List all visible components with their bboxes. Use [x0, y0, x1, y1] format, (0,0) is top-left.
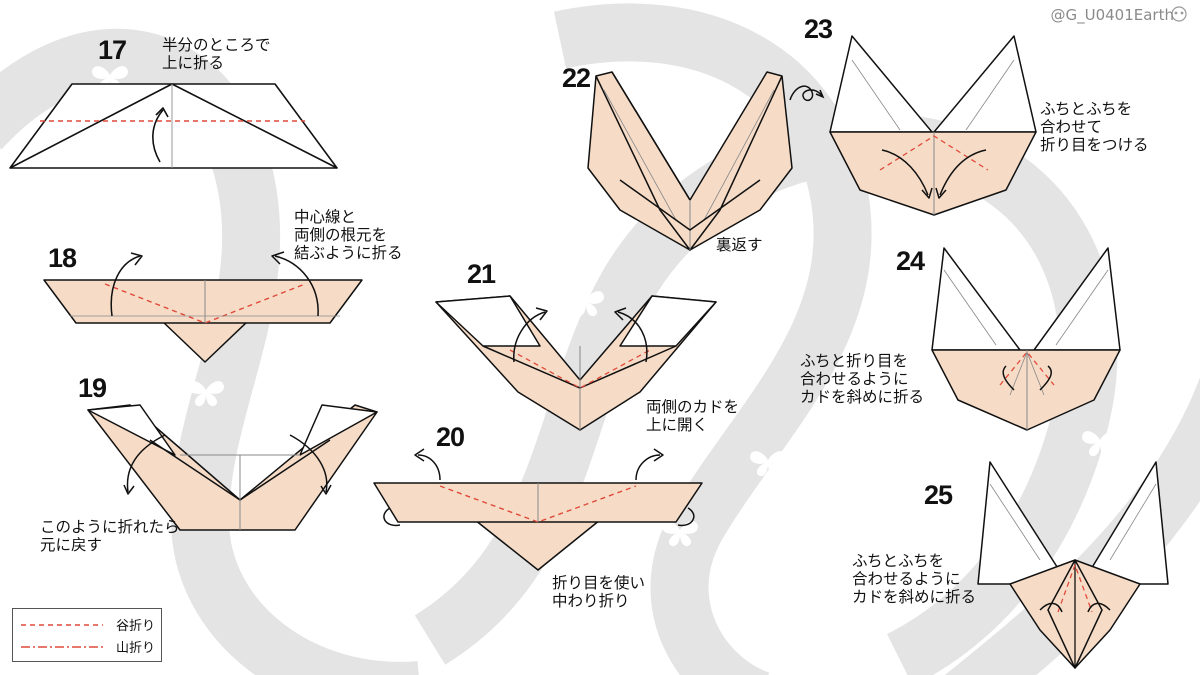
step-20-figure [373, 448, 703, 571]
fold-legend: 谷折り 山折り [12, 608, 162, 662]
step-number-17: 17 [98, 35, 127, 65]
step-19-instruction: このように折れたら元に戻す [40, 518, 180, 554]
step-number-23: 23 [804, 14, 833, 44]
legend-mountain-row: 山折り [21, 637, 155, 656]
step-24-figure [931, 247, 1121, 431]
step-number-19: 19 [78, 373, 107, 403]
step-22-figure [587, 71, 793, 251]
step-21-figure [435, 295, 717, 431]
step-20-instruction: 折り目を使い中わり折り [552, 574, 646, 610]
valley-fold-line-icon [21, 624, 103, 626]
step-number-24: 24 [896, 246, 925, 276]
step-22-instruction: 裏返す [716, 236, 763, 254]
step-23-instruction: ふちとふちを合わせて折り目をつける [1040, 100, 1149, 154]
legend-valley-label: 谷折り [115, 619, 155, 634]
step-number-21: 21 [467, 259, 496, 289]
step-18-figure [43, 251, 363, 363]
author-credit: @G_U0401Earth [1050, 6, 1174, 24]
step-23-figure [829, 35, 1037, 216]
step-18-instruction: 中心線と両側の根元を結ぶように折る [294, 208, 403, 262]
step-number-25: 25 [924, 480, 953, 510]
legend-valley-row: 谷折り [21, 615, 155, 634]
step-25-instruction: ふちとふちを合わせるようにカドを斜めに折る [852, 552, 977, 606]
step-21-instruction: 両側のカドを上に開く [646, 398, 740, 434]
step-24-instruction: ふちと折り目を合わせるようにカドを斜めに折る [800, 352, 925, 406]
step-25-figure [977, 461, 1169, 669]
step-19-figure [87, 404, 378, 531]
mascot-icon [1171, 6, 1187, 22]
step-number-18: 18 [48, 243, 77, 273]
step-number-22: 22 [562, 63, 591, 93]
legend-mountain-label: 山折り [115, 641, 155, 656]
step-number-20: 20 [436, 422, 465, 452]
step-17-figure [9, 83, 338, 169]
turn-over-icon [789, 85, 825, 102]
step-17-instruction: 半分のところで上に折る [162, 36, 271, 72]
mountain-fold-line-icon [21, 646, 103, 648]
